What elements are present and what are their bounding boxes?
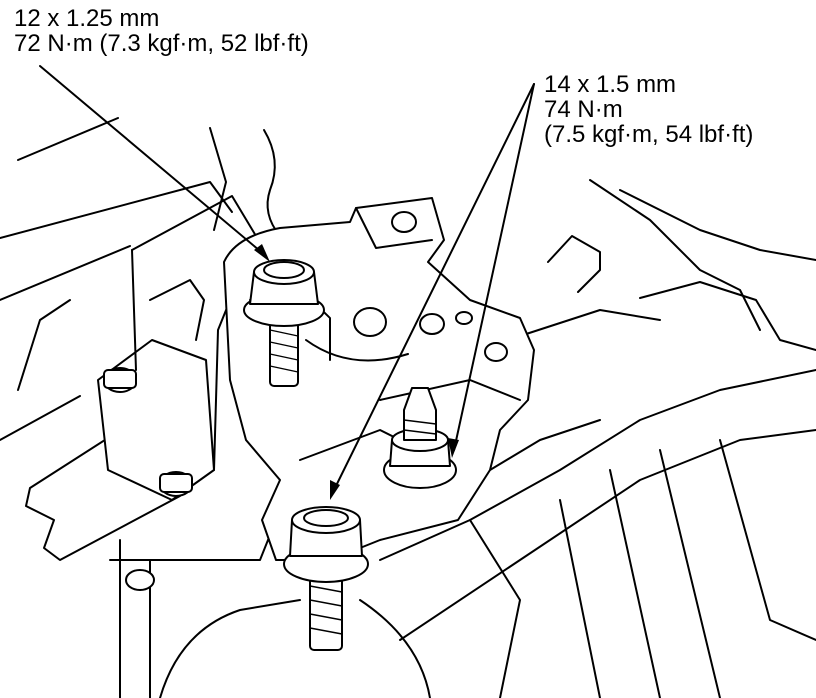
callout-size-line: 12 x 1.25 mm [14,5,160,32]
leader-lines [39,65,535,500]
leader-line-lower-bolt [331,83,535,495]
stud-nut [383,387,457,489]
leader-arrow-lower-bolt [330,480,340,500]
torque-callout-upper-bolt: 12 x 1.25 mm 72 N·m (7.3 kgf·m, 52 lbf·f… [14,6,309,56]
callout-torque-line: 72 N·m (7.3 kgf·m, 52 lbf·ft) [14,30,309,57]
callout-torque-conversion-line: (7.5 kgf·m, 54 lbf·ft) [544,121,754,148]
callout-torque-line: 74 N·m [544,96,623,123]
leader-arrow-upper-bolt [254,244,270,262]
subframe [109,369,816,698]
lower-bolt [283,506,369,651]
leader-arrow-stud [448,438,459,458]
callout-size-line: 14 x 1.5 mm [544,71,677,98]
upper-left-bolt [243,259,325,387]
leader-line-upper-bolt [39,65,267,257]
torque-callout-stud-and-lower-bolt: 14 x 1.5 mm 74 N·m (7.5 kgf·m, 54 lbf·ft… [544,71,754,148]
leader-line-stud [453,83,535,451]
background-structure [0,117,816,441]
left-bracket [25,195,257,561]
